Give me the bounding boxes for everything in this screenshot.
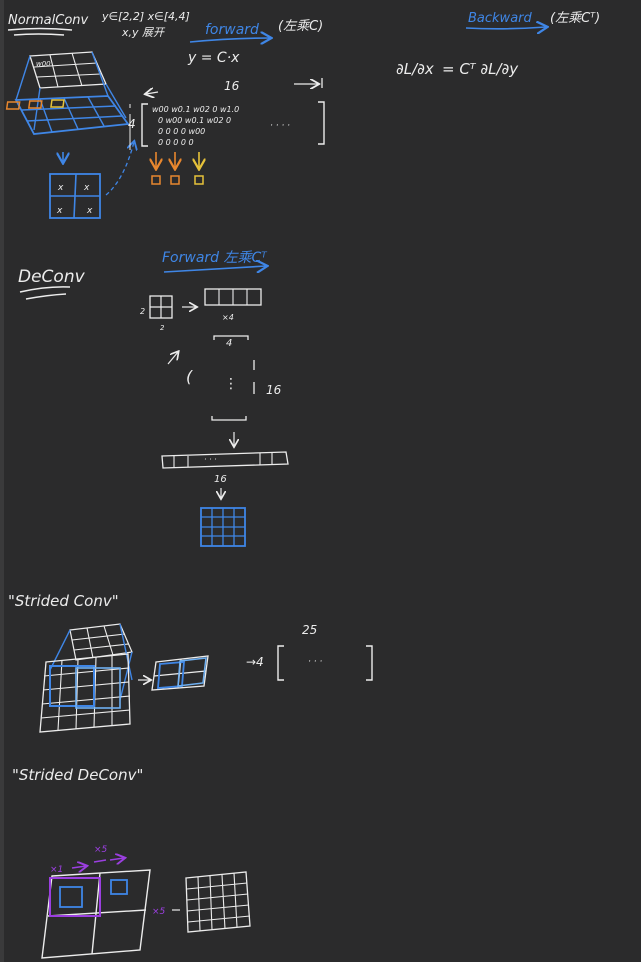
deconv-section: DeConv Forward 左乘Cᵀ 2 2 ×4 4 ( ⋮ 16 · · …: [18, 250, 289, 547]
deconv-vector-dots: · · ·: [204, 455, 217, 464]
deconv-output-len: 16: [214, 474, 227, 485]
deconv-underline: [19, 286, 71, 300]
strided-conv-matrix-cols: 25: [302, 623, 317, 637]
strided-conv-title: "Strided Conv": [8, 592, 119, 610]
output-mark-4: x: [86, 206, 93, 216]
backward-note: (左乘Cᵀ): [550, 11, 600, 26]
normal-conv-title: NormalConv: [8, 13, 89, 28]
matrix-row-3: 0 0 0 0 w00: [158, 127, 205, 136]
shapes-note: y∈[2,2] x∈[4,4]: [101, 10, 190, 23]
backward-title: Backward: [468, 11, 533, 26]
deconv-forward-arrow: [163, 266, 266, 272]
kernel-weight-label: w00: [36, 60, 51, 68]
strided-conv-section: "Strided Conv" →4 25 · · ·: [8, 592, 373, 733]
deconv-matrix-width: 4: [226, 338, 232, 349]
deconv-input-size-bottom: 2: [160, 324, 165, 332]
matrix-rows-label: 4: [128, 117, 136, 131]
strided-deconv-step-2: ×5: [94, 845, 108, 855]
matrix-cols-label: 16: [224, 79, 240, 93]
forward-equation: y = C·x: [187, 50, 240, 66]
deconv-vector-16: [161, 451, 289, 469]
output-2x2-grid: x x x x: [49, 173, 101, 219]
deconv-forward-label: Forward 左乘Cᵀ: [162, 250, 267, 266]
output-mark-2: x: [83, 183, 90, 193]
matrix-ellipsis: · · · ·: [270, 121, 290, 131]
forward-arrow: [189, 38, 270, 42]
left-edge-strip: [0, 0, 4, 962]
deconv-title: DeConv: [18, 267, 86, 287]
backward-equation-lhs: ∂L/∂x: [396, 60, 434, 78]
matrix-row-1: w00 w0.1 w02 0 w1.0: [152, 105, 239, 114]
deconv-matrix-dots: ⋮: [224, 376, 238, 392]
matrix-row-4: 0 0 0 0 0: [158, 138, 194, 147]
deconv-times-label: ×4: [222, 313, 234, 322]
strided-deconv-step-1: ×1: [50, 865, 63, 875]
forward-label: forward: [205, 22, 259, 38]
backward-arrow: [465, 27, 546, 29]
backward-equation-rhs: = Cᵀ ∂L/∂y: [442, 60, 519, 78]
kernel-over-input-drawing: w00: [5, 51, 130, 135]
matrix-row-2: 0 w00 w0.1 w02 0: [158, 116, 231, 125]
forward-note: (左乘C): [278, 19, 323, 34]
strided-conv-drawing: [39, 623, 209, 733]
deconv-matrix-height: 16: [266, 383, 282, 397]
backward-section: Backward (左乘Cᵀ) ∂L/∂x = Cᵀ ∂L/∂y: [396, 11, 600, 78]
flatten-note: x,y 展开: [121, 26, 166, 39]
deconv-input-size: 2: [140, 307, 145, 316]
strided-conv-matrix-rows: →4: [246, 655, 264, 669]
conv-matrix: 16 4 w00 w0.1 w02 0 w1.0 0 w00 w0.1 w02 …: [128, 78, 325, 185]
output-mark-3: x: [56, 206, 63, 216]
strided-conv-matrix-right-bracket: [366, 645, 373, 681]
title-underline: [7, 27, 73, 36]
strided-deconv-section: "Strided DeConv" ×1 ×5 ×5: [12, 766, 251, 959]
deconv-matrix-left-paren: (: [186, 367, 193, 386]
normal-conv-section: NormalConv y∈[2,2] x∈[4,4] x,y 展开 forwar…: [5, 10, 325, 219]
strided-deconv-drawing: ×1 ×5 ×5: [41, 845, 251, 959]
strided-deconv-size-label: ×5: [152, 907, 166, 917]
strided-deconv-title: "Strided DeConv": [12, 766, 143, 784]
deconv-output-4x4-grid: [200, 507, 246, 547]
output-mark-1: x: [57, 183, 64, 193]
strided-conv-matrix-left-bracket: [277, 645, 284, 681]
strided-conv-matrix-dots: · · ·: [308, 657, 322, 667]
